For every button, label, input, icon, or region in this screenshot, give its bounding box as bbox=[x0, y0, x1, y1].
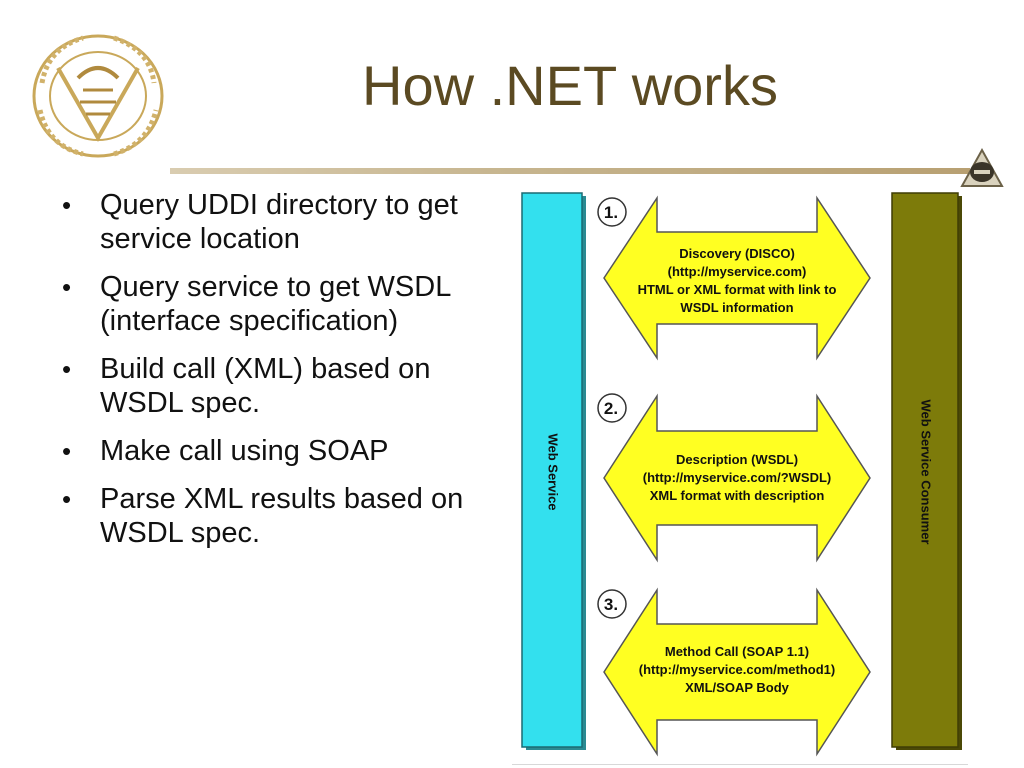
step-line: XML/SOAP Body bbox=[685, 680, 790, 695]
step-line: WSDL information bbox=[680, 300, 793, 315]
consumer-label: Web Service Consumer bbox=[919, 400, 934, 545]
step-number-badge bbox=[597, 393, 627, 423]
web-service-label: Web Service bbox=[546, 433, 561, 510]
bullet-item: • Query UDDI directory to get service loc… bbox=[56, 188, 501, 256]
bidirectional-arrow-icon bbox=[603, 195, 871, 361]
bullet-dot: • bbox=[62, 272, 72, 302]
step-number: 1. bbox=[604, 203, 618, 222]
dotnet-flow-diagram: Web Service Web Service Consumer 1. Disc… bbox=[521, 192, 962, 757]
bullet-dot: • bbox=[62, 354, 72, 384]
page-title: How .NET works bbox=[362, 54, 778, 117]
bidirectional-arrow-icon bbox=[603, 587, 871, 757]
title-divider bbox=[170, 168, 970, 174]
bidirectional-arrow-icon bbox=[603, 393, 871, 563]
bullet-item: • Make call using SOAP bbox=[56, 434, 501, 468]
bullet-text: Build call (XML) based on WSDL spec. bbox=[100, 353, 431, 419]
step-line: (http://myservice.com/?WSDL) bbox=[643, 470, 832, 485]
bullet-list: • Query UDDI directory to get service loc… bbox=[56, 188, 501, 564]
bullet-dot: • bbox=[62, 484, 72, 514]
step-line: Discovery (DISCO) bbox=[679, 246, 795, 261]
bullet-text: Make call using SOAP bbox=[100, 435, 389, 467]
step-line: Description (WSDL) bbox=[676, 452, 798, 467]
bullet-item: • Parse XML results based on WSDL spec. bbox=[56, 482, 501, 550]
bullet-text: Query UDDI directory to get service loca… bbox=[100, 189, 458, 255]
bullet-text: Query service to get WSDL (interface spe… bbox=[100, 271, 451, 337]
purdue-university-seal-icon bbox=[32, 34, 164, 158]
step-number-badge bbox=[597, 197, 627, 227]
step-1: 1. Discovery (DISCO) (http://myservice.c… bbox=[597, 195, 871, 361]
step-line: HTML or XML format with link to bbox=[638, 282, 837, 297]
web-service-column bbox=[521, 192, 583, 748]
bullet-text: Parse XML results based on WSDL spec. bbox=[100, 483, 464, 549]
step-line: XML format with description bbox=[650, 488, 825, 503]
step-number: 2. bbox=[604, 399, 618, 418]
bullet-dot: • bbox=[62, 436, 72, 466]
bullet-item: • Query service to get WSDL (interface sp… bbox=[56, 270, 501, 338]
purdue-corner-logo-icon bbox=[960, 147, 1004, 187]
bullet-item: • Build call (XML) based on WSDL spec. bbox=[56, 352, 501, 420]
step-line: Method Call (SOAP 1.1) bbox=[665, 644, 809, 659]
diagram-bottom-rule bbox=[512, 764, 968, 765]
step-2: 2. Description (WSDL) (http://myservice.… bbox=[597, 393, 871, 563]
step-line: (http://myservice.com/method1) bbox=[639, 662, 836, 677]
step-3: 3. Method Call (SOAP 1.1) (http://myserv… bbox=[597, 587, 871, 757]
step-line: (http://myservice.com) bbox=[668, 264, 807, 279]
step-number: 3. bbox=[604, 595, 618, 614]
consumer-column bbox=[891, 192, 959, 748]
step-number-badge bbox=[597, 589, 627, 619]
bullet-dot: • bbox=[62, 190, 72, 220]
